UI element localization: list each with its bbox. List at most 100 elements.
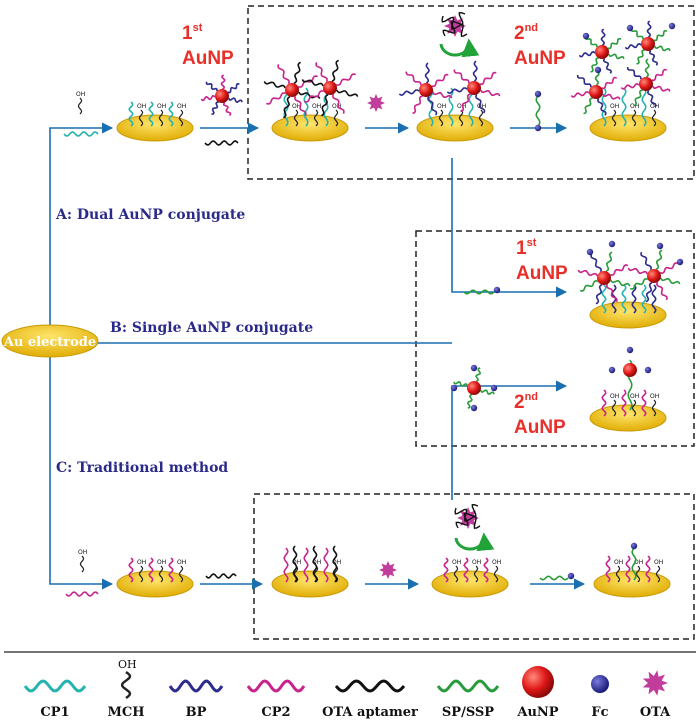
b-bed-2-probe-0: [601, 389, 607, 417]
au-electrode-label: Au electrode: [3, 335, 96, 350]
c-bed-2-probe-0: [283, 547, 289, 583]
c-bed-4-mch-1-oh: OH: [614, 559, 623, 566]
a-bed-4-probe-0: [601, 87, 607, 127]
b-bed-1-np-2-arm-4: [627, 267, 648, 275]
b-bed-2-mch-1: [611, 399, 617, 417]
a-bed-4-np-1-arm-6: [601, 76, 617, 90]
c-bed-3-mch-1-oh: OH: [452, 559, 461, 566]
c-bed-2-aptamer-0: [292, 545, 298, 583]
a-bed-2-np-1-core: [285, 83, 299, 97]
b-bed-1-np-1-arm-4: [577, 269, 598, 277]
c-bed-2-aptamer-2: [332, 545, 338, 583]
c-bed-2-electrode: [271, 570, 349, 598]
a-bed-3-mch-5: [478, 109, 484, 127]
a-bed-4-fc-0: [582, 32, 590, 40]
a-bed-4-np-3-arm-5: [600, 28, 606, 46]
a-bed-4-np-1-core: [589, 85, 603, 99]
a-bed-3-np-2-arm-2: [460, 93, 471, 113]
a-bed-4-np-2-arm-1: [646, 90, 657, 108]
b-reagent-conjugate-arm-0: [479, 389, 495, 396]
c-reagent-fc: [567, 572, 575, 580]
a-bed-2-np-1-arm-6: [293, 61, 302, 84]
a-bed-4-np-2-arm-0: [652, 85, 671, 92]
a-bed-4-mch-5: [651, 109, 657, 127]
b-bed-2-mch-5: [651, 399, 657, 417]
c-bed-4-ssp: [631, 547, 637, 581]
a-bed-4-np-3-arm-2: [590, 57, 599, 73]
a-bed-4-mch-1: [611, 109, 617, 127]
a-bed-3-np-2-arm-5: [472, 60, 478, 82]
a-bed-4-np-3-arm-0: [607, 53, 625, 60]
legend-mch-oh: OH: [118, 658, 137, 671]
a-bed-1-electrode: [116, 114, 194, 142]
b-bed-1-probe-3: [631, 284, 637, 314]
a-bed-4-np-4-arm-3: [624, 43, 642, 50]
c-bed-2-mch-1-oh: OH: [292, 559, 301, 566]
a-bed-3-np-1-arm-3: [398, 89, 420, 96]
a-bed-2-probe-2: [303, 87, 309, 127]
a-bed-3-mch-3: [458, 109, 464, 127]
a-bed-3-np-1-arm-2: [412, 95, 423, 115]
a-bed-3-np-2-arm-4: [453, 69, 470, 84]
a-bed-4-np-4-arm-0: [653, 45, 671, 52]
c-bed-1-probe-4: [168, 557, 174, 583]
b-bed-1-np-2-arm-3: [629, 277, 648, 290]
a-bed-4-np-1-arm-3: [570, 91, 590, 98]
stage-title-b-first: 1st AuNP: [516, 237, 568, 284]
a-bed-4-np-4-arm-2: [636, 49, 645, 65]
a-reagent-conjugate-core: [215, 89, 229, 103]
a-bed-3-mch-1-oh: OH: [437, 103, 446, 110]
a-bed-1-probe-2: [148, 101, 154, 127]
b-bed-1-electrode: [589, 301, 667, 329]
c-bed-3-mch-5: [493, 565, 499, 583]
c-bed-1-electrode: [116, 570, 194, 598]
b-bed-1-np-2-arm-0: [660, 277, 681, 285]
a-bed-1-probe-4: [168, 101, 174, 127]
a-bed-3-np-1-arm-1: [427, 96, 438, 116]
a-bed-2-np-1-arm-4: [263, 80, 286, 89]
panel-route-c: [253, 493, 695, 640]
c-bed-4-mch-5: [655, 565, 661, 583]
b-bed-2-fc-right: [644, 366, 652, 374]
svg-text:2nd: 2nd: [514, 22, 538, 44]
c-bed-3-mch-3: [473, 565, 479, 583]
c-reagent-aptamer: [205, 573, 237, 579]
a-reagent-fc-top: [534, 90, 542, 98]
a-bed-4-np-2-arm-3: [620, 83, 640, 90]
a-bed-4-np-1-arm-1: [596, 98, 607, 116]
a-bed-4-fc-3: [594, 66, 602, 74]
a-bed-3-mch-3-oh: OH: [457, 103, 466, 110]
b-bed-1-fc-0: [586, 248, 594, 256]
a-bed-4-np-2-arm-4: [626, 66, 642, 80]
legend-label-spssp: SP/SSP: [442, 705, 494, 720]
a-bed-2-mch-3-oh: OH: [312, 103, 321, 110]
b-bed-1-fc-3: [676, 258, 684, 266]
b-bed-2-np: [623, 363, 637, 377]
legend-aunp-glyph: [522, 666, 554, 698]
a-reagent-ssp: [535, 95, 541, 127]
stage-title-a-second: 2nd AuNP: [514, 22, 566, 69]
a-bed-4-mch-1-oh: OH: [610, 103, 619, 110]
legend-mch-glyph: [121, 671, 132, 699]
c-bed-1-mch-5-oh: OH: [177, 559, 186, 566]
b-bed-1-np-1-core: [597, 271, 611, 285]
svg-text:AuNP: AuNP: [514, 417, 566, 438]
a-bed-4-np-1-arm-4: [576, 74, 592, 88]
a-reagent-conjugate-arm-3: [200, 94, 216, 102]
a-aptamer-released: [441, 15, 468, 37]
c-bed-3-electrode: [431, 570, 509, 598]
a-ota-target: [367, 94, 385, 112]
b-bed-1-np-2-arm-5: [640, 251, 653, 270]
legend-label-aunp: AuNP: [516, 705, 558, 720]
legend-label-fc: Fc: [591, 705, 608, 720]
b-bed-2-fc-left: [608, 366, 616, 374]
b-reagent-conjugate-arm-2: [453, 380, 469, 387]
a-bed-3-np-2-arm-0: [480, 89, 501, 97]
a-bed-2-electrode: [271, 114, 349, 142]
a-bed-4-mch-3: [631, 109, 637, 127]
a-bed-2-mch-1: [293, 109, 299, 127]
a-bed-2-mch-5: [333, 109, 339, 127]
